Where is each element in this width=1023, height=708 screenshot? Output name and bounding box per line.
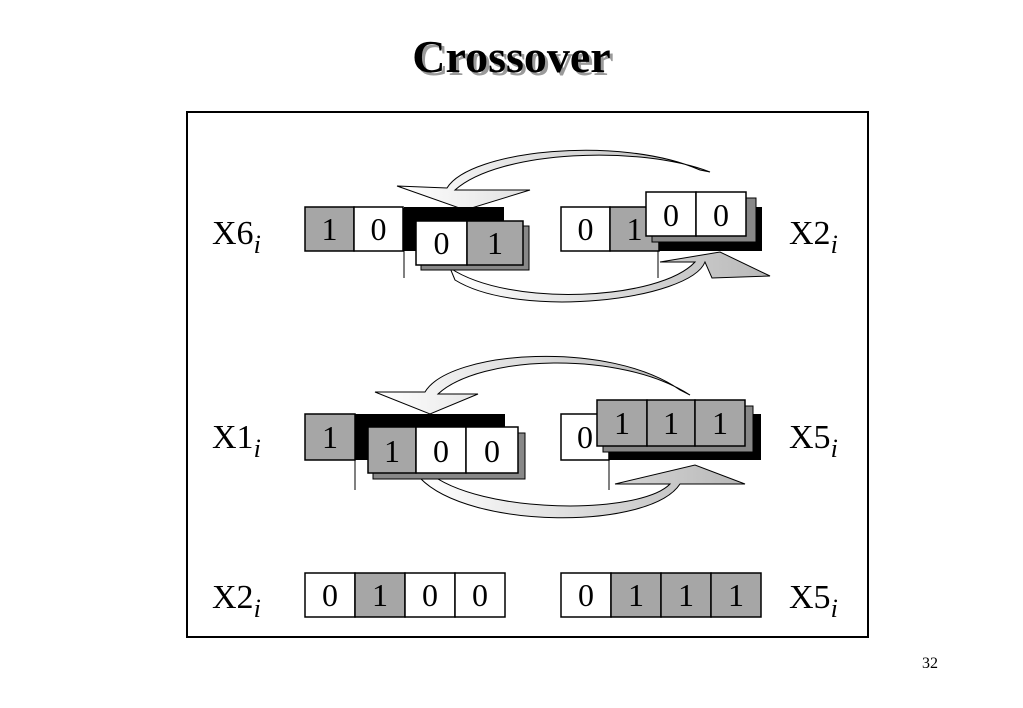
gene-cell <box>694 399 746 447</box>
chromosome-x1: 1 1 0 0 <box>304 413 526 480</box>
label-subscript: i <box>254 434 261 463</box>
gene-value: 0 <box>371 211 387 247</box>
gene-value: 1 <box>372 577 388 613</box>
gene-value: 0 <box>577 419 593 455</box>
gene-value: 0 <box>434 225 450 261</box>
gene-value: 0 <box>322 577 338 613</box>
chromosome-x2-offspring: 0 1 0 0 <box>304 572 506 618</box>
gene-cell <box>304 413 356 461</box>
gene-cell <box>415 220 468 266</box>
gene-value: 1 <box>614 405 630 441</box>
gene-value: 1 <box>322 419 338 455</box>
gene-cell <box>710 572 762 618</box>
gene-value: 1 <box>628 577 644 613</box>
gene-cell <box>695 191 747 237</box>
gene-value: 1 <box>487 225 503 261</box>
gene-value: 1 <box>678 577 694 613</box>
label-base: X1 <box>212 419 254 456</box>
gene-value: 1 <box>663 405 679 441</box>
swap-arrows-row1 <box>396 149 771 303</box>
gene-cell <box>645 191 697 237</box>
gene-cell <box>354 572 406 618</box>
label-subscript: i <box>831 230 838 259</box>
gene-value: 0 <box>713 197 729 233</box>
label-x6: X6i <box>212 215 261 259</box>
label-x1: X1i <box>212 419 261 463</box>
gene-value: 0 <box>433 433 449 469</box>
gene-value: 1 <box>627 211 643 247</box>
gene-cell <box>610 572 662 618</box>
gene-cell <box>404 572 456 618</box>
upper-arc-arrow <box>374 355 691 415</box>
gene-cell <box>646 399 696 447</box>
label-base: X5 <box>789 579 831 616</box>
gene-cell <box>466 220 524 266</box>
label-x2: X2i <box>789 215 838 259</box>
gene-cell <box>596 399 648 447</box>
gene-cell <box>465 426 519 474</box>
gene-value: 0 <box>663 197 679 233</box>
label-base: X2 <box>212 579 254 616</box>
chromosome-x6: 1 0 0 1 <box>304 206 530 271</box>
gene-cell <box>415 426 467 474</box>
chromosome-x5: 0 1 1 1 <box>560 399 761 461</box>
label-base: X5 <box>789 419 831 456</box>
gene-cell <box>560 206 611 252</box>
label-x2-offspring: X2i <box>212 579 261 623</box>
slide-title: Crossover <box>412 31 611 82</box>
gene-value: 1 <box>384 433 400 469</box>
gene-cell <box>304 572 356 618</box>
gene-cell <box>454 572 506 618</box>
gene-value: 1 <box>712 405 728 441</box>
chromosome-x5-offspring: 0 1 1 1 <box>560 572 762 618</box>
gene-cell <box>560 572 612 618</box>
label-base: X2 <box>789 215 831 252</box>
label-subscript: i <box>831 434 838 463</box>
gene-value: 1 <box>322 211 338 247</box>
label-subscript: i <box>254 594 261 623</box>
upper-arc-arrow <box>396 149 711 211</box>
label-subscript: i <box>831 594 838 623</box>
label-subscript: i <box>254 230 261 259</box>
label-base: X6 <box>212 215 254 252</box>
gene-value: 0 <box>578 577 594 613</box>
chromosome-x2: 0 1 0 0 <box>560 191 762 252</box>
gene-cell <box>353 206 404 252</box>
lower-arc-arrow <box>448 251 771 303</box>
gene-value: 0 <box>422 577 438 613</box>
label-x5: X5i <box>789 419 838 463</box>
gene-cell <box>660 572 712 618</box>
page-number: 32 <box>922 655 938 672</box>
gene-value: 0 <box>472 577 488 613</box>
gene-value: 1 <box>728 577 744 613</box>
gene-value: 0 <box>484 433 500 469</box>
label-x5-offspring: X5i <box>789 579 838 623</box>
gene-value: 0 <box>578 211 594 247</box>
